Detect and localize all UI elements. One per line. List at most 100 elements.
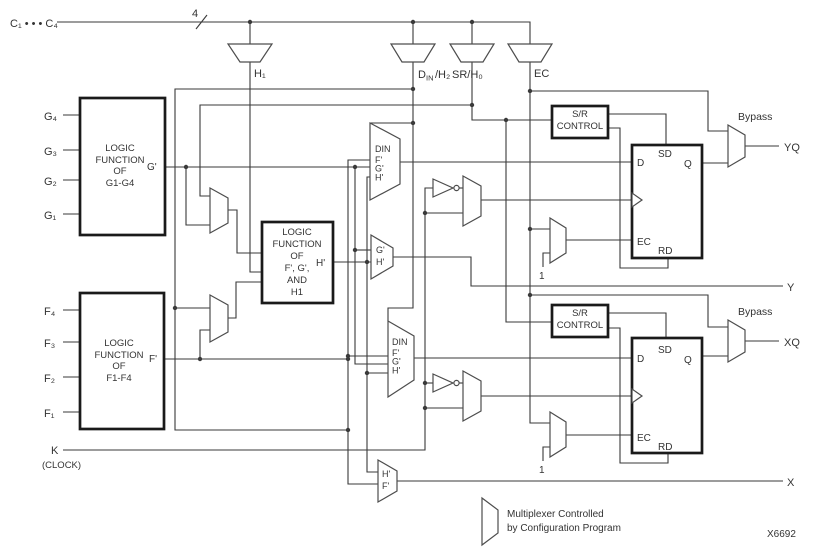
mux-gh-label-g: G' bbox=[376, 245, 385, 255]
clock2-inverter-bubble bbox=[453, 379, 460, 387]
junction-dot bbox=[247, 19, 253, 25]
f2-label: F₂ bbox=[44, 373, 55, 385]
sr1-line1: S/R bbox=[572, 109, 588, 120]
mux-d2-label-f: F' bbox=[392, 348, 399, 358]
junction-dot bbox=[527, 88, 533, 94]
const-one-2: 1 bbox=[539, 465, 545, 476]
junction-dot bbox=[352, 164, 358, 170]
mux-hf-label-h: H' bbox=[382, 469, 390, 479]
sr2-line2: CONTROL bbox=[557, 320, 603, 331]
legend-line1: Multiplexer Controlled bbox=[507, 509, 604, 520]
junction-dot bbox=[527, 226, 533, 232]
wire-rd2 bbox=[608, 327, 669, 464]
ff1-label-rd: RD bbox=[658, 246, 672, 257]
legend-line2: by Configuration Program bbox=[507, 523, 621, 534]
g-box-line1: LOGIC bbox=[105, 143, 135, 154]
junction-dot bbox=[410, 19, 416, 25]
ff1-label-d: D bbox=[637, 158, 644, 169]
h-prime-label: H' bbox=[316, 258, 325, 269]
ff2-clock-triangle bbox=[631, 387, 644, 405]
sr1-line2: CONTROL bbox=[557, 121, 603, 132]
wire-y-out bbox=[393, 256, 783, 287]
xq-output-label: XQ bbox=[784, 337, 800, 349]
mux-h1 bbox=[226, 43, 274, 63]
f1-label: F₁ bbox=[44, 408, 55, 420]
wire-ec-bypass2 bbox=[530, 294, 728, 328]
mux-d2-label-h: H' bbox=[392, 366, 400, 376]
junction-dot bbox=[352, 247, 358, 253]
legend-mux-symbol bbox=[481, 496, 499, 547]
wire-h0-branch bbox=[199, 104, 472, 197]
wire-sd2 bbox=[608, 312, 667, 338]
wire-ec-bypass1 bbox=[530, 90, 728, 132]
mux-clock1 bbox=[462, 174, 482, 228]
g4-label: G₄ bbox=[44, 111, 58, 123]
mux-d2-label-din: DIN bbox=[392, 337, 408, 347]
bus-width-label: 4 bbox=[192, 8, 198, 20]
junction-dot bbox=[410, 86, 416, 92]
g-function-box bbox=[78, 96, 167, 237]
h-function-box bbox=[260, 220, 335, 305]
mux-clock2 bbox=[462, 369, 482, 423]
wire-fprime-to-muxb bbox=[199, 329, 210, 359]
mux-d1-label-h: H' bbox=[375, 173, 383, 183]
wire-muxb-out bbox=[228, 281, 262, 319]
junction-dot bbox=[503, 117, 509, 123]
f-box-line4: F1-F4 bbox=[106, 373, 131, 384]
junction-dot bbox=[422, 210, 428, 216]
mux-ec-label: EC bbox=[534, 68, 549, 80]
mux-ec bbox=[506, 43, 554, 63]
mux-d2-label-g: G' bbox=[392, 357, 401, 367]
clock1-inverter bbox=[432, 178, 455, 198]
mux-ec2 bbox=[549, 410, 567, 459]
junction-dot bbox=[422, 405, 428, 411]
wire-one2 bbox=[542, 446, 550, 461]
junction-dot bbox=[345, 353, 351, 359]
junction-dot bbox=[410, 120, 416, 126]
sr-control-box-1 bbox=[550, 104, 610, 140]
ff1-clock-triangle bbox=[631, 191, 644, 209]
mux-din-label-d: D bbox=[418, 69, 426, 81]
clock1-inverter-bubble bbox=[453, 184, 460, 192]
junction-dot bbox=[345, 427, 351, 433]
x-output-label: X bbox=[787, 477, 795, 489]
ff2-label-ec: EC bbox=[637, 433, 651, 444]
wire-gprime-to-muxa bbox=[185, 167, 210, 226]
wire-fprime-trunk bbox=[347, 159, 378, 485]
mux-d1-select bbox=[369, 122, 401, 201]
figure-code-label: X6692 bbox=[767, 529, 796, 540]
wire-h2-trunk bbox=[174, 88, 413, 431]
wire-c-bus bbox=[57, 21, 531, 44]
sr-control-box-2 bbox=[550, 303, 610, 339]
wire-one1 bbox=[542, 252, 550, 267]
h-box-line6: H1 bbox=[291, 287, 303, 298]
mux-sr-h0 bbox=[448, 43, 496, 63]
mux-h-lower-select bbox=[209, 293, 229, 344]
f-box-line2: FUNCTION bbox=[94, 350, 143, 361]
mux-d1-label-f: F' bbox=[375, 155, 382, 165]
mux-din-label-h2: /H₂ bbox=[435, 69, 450, 81]
wire-hprime-trunk bbox=[366, 176, 378, 473]
wire-sr-vertical bbox=[471, 62, 552, 121]
mux-bypass2 bbox=[727, 318, 746, 364]
f3-label: F₃ bbox=[44, 338, 55, 350]
g-prime-label: G' bbox=[147, 162, 157, 173]
wire-din-vertical bbox=[387, 62, 414, 321]
ff2-label-rd: RD bbox=[658, 442, 672, 453]
wire-h1-to-hbox bbox=[249, 62, 262, 273]
junction-dot bbox=[527, 292, 533, 298]
f-prime-label: F' bbox=[149, 354, 157, 365]
bus-width-slash bbox=[195, 14, 208, 30]
junction-dots bbox=[172, 19, 533, 433]
k-clock-sub-label: (CLOCK) bbox=[42, 460, 81, 471]
ff1-label-ec: EC bbox=[637, 237, 651, 248]
const-one-1: 1 bbox=[539, 271, 545, 282]
wire-muxa-out bbox=[228, 209, 262, 254]
y-output-label: Y bbox=[787, 282, 795, 294]
mux-hf-select bbox=[377, 458, 398, 504]
junction-dot bbox=[197, 356, 203, 362]
mux-din-label-sub: IN bbox=[426, 74, 434, 83]
wire-ec-vertical bbox=[529, 62, 550, 424]
